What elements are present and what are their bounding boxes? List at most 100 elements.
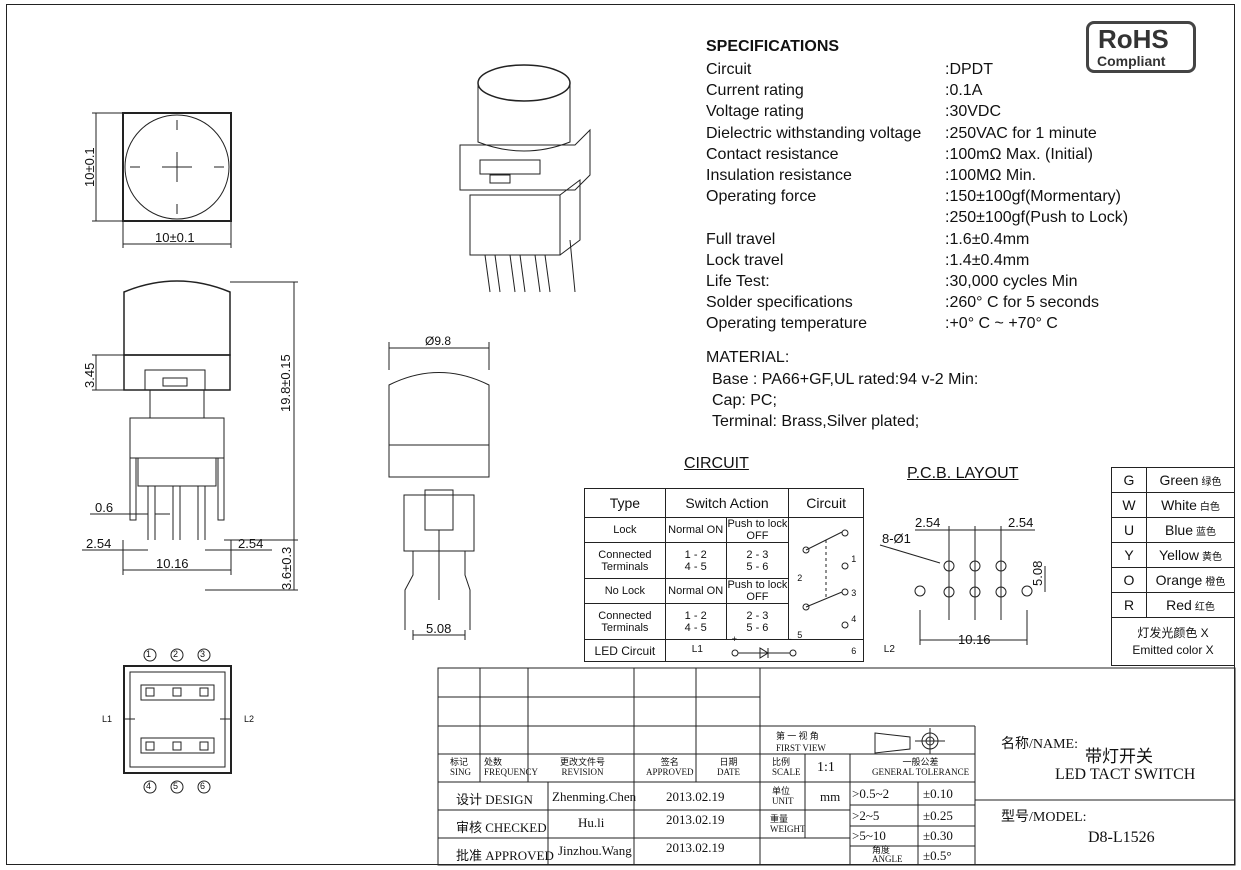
tb-view-en: FIRST VIEW xyxy=(776,743,826,753)
material-line: Base : PA66+GF,UL rated:94 v-2 Min: xyxy=(712,371,979,388)
tb-name-label: 名称/NAME: xyxy=(1001,737,1078,752)
push-to-lock-off-label: Push to lock OFF xyxy=(725,517,790,543)
spec-value: :0.1A xyxy=(945,82,983,100)
color-code: R xyxy=(1111,592,1147,618)
terminal-pair: 5 - 6 xyxy=(746,621,769,634)
spec-value: :100mΩ Max. (Initial) xyxy=(945,145,1093,163)
led-circuit-label: LED Circuit xyxy=(584,639,666,662)
color-note-en: Emitted color X xyxy=(1132,642,1214,657)
spec-label: Life Test: xyxy=(706,273,770,290)
color-code: U xyxy=(1111,517,1147,543)
terminal-pair: 5 - 6 xyxy=(746,560,769,573)
normal-on-label: Normal ON xyxy=(664,517,727,543)
color-name-cn: 蓝色 xyxy=(1196,527,1217,538)
connected-terminals-label: Connected Terminals xyxy=(584,603,666,640)
push-to-lock-off-label: Push to lock OFF xyxy=(725,578,790,604)
spec-label: Circuit xyxy=(706,61,752,78)
tb-approved-small: APPROVED xyxy=(646,767,694,777)
bottom-pin-label: 6 xyxy=(200,781,206,791)
spec-value: :150±100gf(Mormentary) xyxy=(945,188,1121,206)
tb-scale-en: SCALE xyxy=(772,767,801,777)
side-view xyxy=(388,342,490,640)
dim-top-height: 10±0.1 xyxy=(82,147,97,187)
spec-value: :30VDC xyxy=(945,103,1002,121)
spec-label: Operating force xyxy=(706,188,817,206)
tb-designer: Zhenming.Chen xyxy=(552,789,637,804)
tb-checker: Hu.li xyxy=(578,815,605,830)
tb-sing: SING xyxy=(450,767,472,777)
color-code: Y xyxy=(1111,542,1147,568)
spec-value: :30,000 cycles Min xyxy=(945,273,1078,290)
circuit-title: CIRCUIT xyxy=(684,455,749,472)
tb-tol-en: GENERAL TOLERANCE xyxy=(872,767,970,777)
tb-approved-date: 2013.02.19 xyxy=(666,840,725,855)
bottom-pin-label: 4 xyxy=(146,781,152,791)
color-name-cn: 白色 xyxy=(1199,502,1220,513)
rohs-label: RoHS xyxy=(1098,24,1169,54)
tb-unit-en: UNIT xyxy=(772,796,794,806)
tb-name-cn: 带灯开关 xyxy=(1085,747,1153,766)
color-name: Orange xyxy=(1155,572,1203,588)
tb-checked-label: 审核 CHECKED xyxy=(456,820,547,835)
dim-345: 3.45 xyxy=(82,362,97,388)
rohs-compliant-badge: RoHS Compliant xyxy=(1086,21,1196,73)
spec-value: :100MΩ Min. xyxy=(945,167,1037,184)
isometric-view xyxy=(459,64,591,293)
pcb-holes-label: 8-Ø1 xyxy=(882,531,911,546)
led-minus-label: - xyxy=(788,634,792,644)
tb-design-date: 2013.02.19 xyxy=(666,789,725,804)
color-name: Red xyxy=(1166,597,1192,613)
led-l1-label: L1 xyxy=(691,644,703,655)
tb-model-value: D8-L1526 xyxy=(1088,829,1155,846)
tb-unit-value: mm xyxy=(820,789,841,804)
spec-label: Voltage rating xyxy=(706,103,804,121)
tb-unit-cn: 单位 xyxy=(772,786,791,796)
terminal-pair: 4 - 5 xyxy=(684,621,707,634)
pcb-dim-254-right: 2.54 xyxy=(1008,515,1034,530)
bottom-view xyxy=(123,648,232,794)
tb-rev-cn: 更改文件号 xyxy=(560,757,606,767)
bottom-pin-label: 5 xyxy=(173,781,179,791)
type-no-lock: No Lock xyxy=(584,578,666,604)
circuit-table: Type Switch Action Circuit Lock Normal O… xyxy=(584,488,895,662)
bottom-pin-label: 2 xyxy=(173,649,179,659)
color-code: O xyxy=(1111,567,1147,593)
bottom-pin-label: 1 xyxy=(146,649,152,659)
led-circuit-diagram: L1 L2 + - xyxy=(664,634,895,662)
spec-value: :250VAC for 1 minute xyxy=(945,124,1097,142)
spec-label: Current rating xyxy=(706,82,804,100)
tb-scale-cn: 比例 xyxy=(772,757,791,767)
terminal-pair: 4 - 5 xyxy=(684,560,707,573)
terminal-pair: 2 - 3 xyxy=(746,609,769,622)
pcb-dim-508: 5.08 xyxy=(1030,560,1045,586)
dim-508: 5.08 xyxy=(426,621,452,636)
color-code: G xyxy=(1111,467,1147,493)
tb-tol-value: ±0.25 xyxy=(923,808,953,823)
material-line: Terminal: Brass,Silver plated; xyxy=(712,413,920,430)
spec-value: :260° C for 5 seconds xyxy=(945,294,1100,312)
color-name: Green xyxy=(1159,472,1199,488)
circuit-header-circuit: Circuit xyxy=(788,488,864,518)
spec-label: Lock travel xyxy=(706,251,784,269)
dim-1016: 10.16 xyxy=(156,556,189,571)
tb-marks-cn: 标记 xyxy=(450,757,469,767)
pcb-layout-drawing xyxy=(879,526,1046,645)
pcb-dim-1016: 10.16 xyxy=(958,632,991,647)
pin-label: 3 xyxy=(851,588,857,598)
pin-label: 2 xyxy=(797,573,803,583)
tb-angle-value: ±0.5° xyxy=(923,848,952,863)
color-name-cn: 绿色 xyxy=(1201,477,1222,488)
